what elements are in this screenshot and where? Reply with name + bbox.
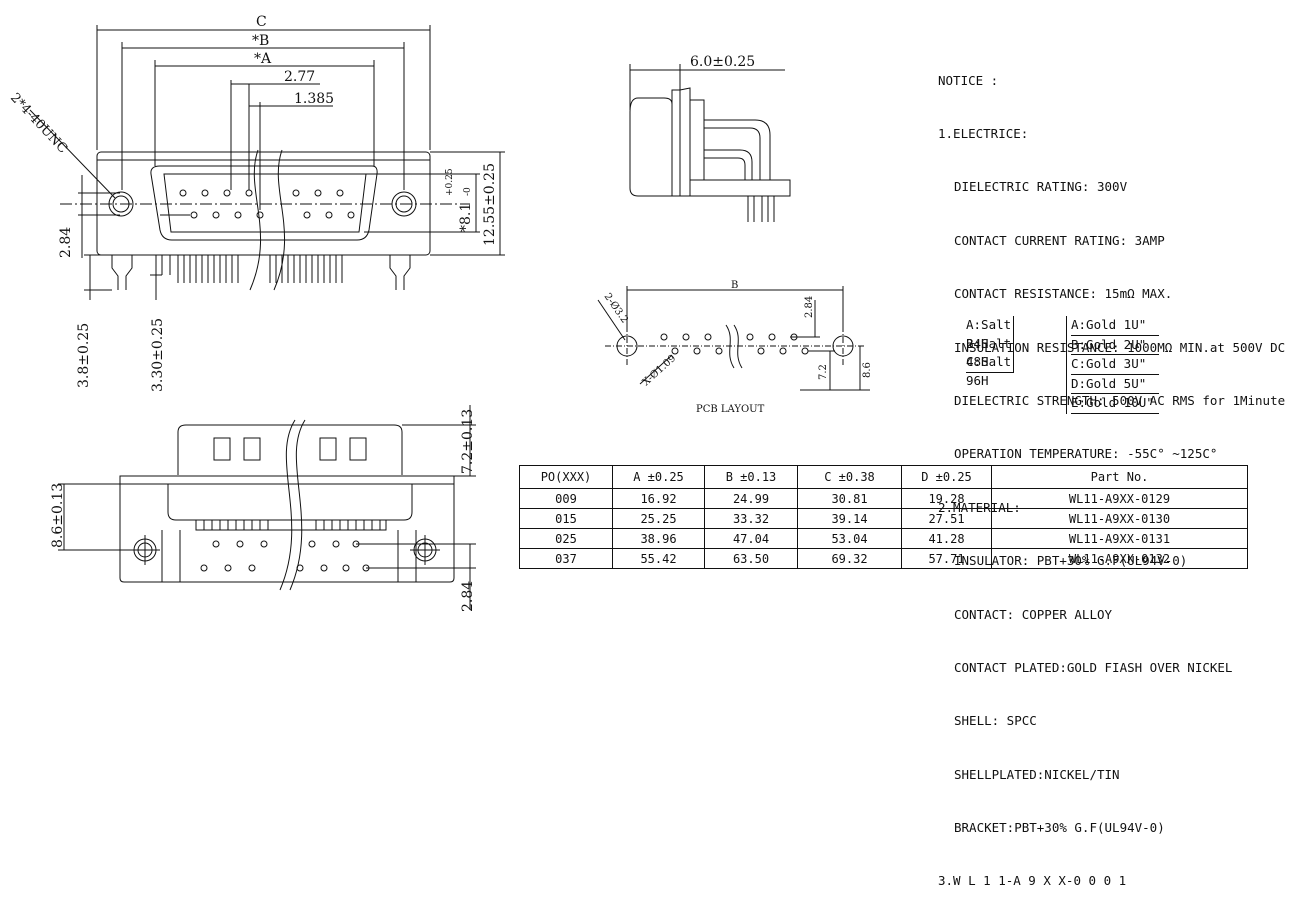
- table-row: 037 55.42 63.50 69.32 57.71 WL11-A9XX-01…: [519, 548, 1248, 569]
- table-cell: 025: [519, 528, 613, 549]
- table-cell: 30.81: [797, 488, 902, 509]
- table-header: D ±0.25: [901, 465, 992, 489]
- table-header: B ±0.13: [704, 465, 798, 489]
- electric-spec: CONTACT CURRENT RATING: 3AMP: [954, 232, 1165, 248]
- table-cell: 57.71: [901, 548, 992, 569]
- table-cell: WL11-A9XX-0130: [991, 508, 1248, 529]
- dim-1385-label: 1.385: [294, 91, 334, 107]
- pcb-layout: [597, 286, 870, 391]
- dim-81-label: *8.1: [458, 203, 474, 232]
- table-cell: WL11-A9XX-0129: [991, 488, 1248, 509]
- dim-81-tol-plus: +0.25: [445, 168, 455, 196]
- top-view-pin-row-1: [179, 189, 344, 197]
- gold-option: E:Gold 10U": [1071, 394, 1159, 414]
- salt-option: A:Salt 24H: [966, 317, 1012, 351]
- table-row: 009 16.92 24.99 30.81 19.28 WL11-A9XX-01…: [519, 488, 1248, 509]
- salt-options: A:Salt 24H B:Salt 48H C:Salt 96H: [966, 316, 1015, 388]
- pcb-dim-72: 7.2: [818, 364, 829, 380]
- front-view-connector: [58, 405, 476, 610]
- pcb-dim-86: 8.6: [862, 362, 873, 378]
- table-cell: WL11-A9XX-0131: [991, 528, 1248, 549]
- dim-a-label: *A: [254, 51, 272, 67]
- table-cell: 19.28: [901, 488, 992, 509]
- table-cell: 015: [519, 508, 613, 529]
- electric-spec: DIELECTRIC STRENGTH: 500V AC RMS for 1Mi…: [954, 392, 1286, 408]
- pcb-hole-row-2: [671, 347, 809, 355]
- pcb-dim-hole-small: X-Ø1.09: [641, 353, 679, 388]
- table-cell: 009: [519, 488, 613, 509]
- table-cell: 47.04: [704, 528, 798, 549]
- table-cell: 25.25: [612, 508, 705, 529]
- top-view-pin-row-2: [190, 211, 355, 219]
- table-cell: 33.32: [704, 508, 798, 529]
- material-spec: CONTACT: COPPER ALLOY: [954, 606, 1113, 622]
- electric-heading: 1.ELECTRICE:: [938, 125, 1029, 141]
- drawing-canvas: C *B *A 2.77 1.385 2*4-40UNC 2.84 *8.1 +…: [7, 14, 873, 612]
- electric-spec: INSULATION RESISTANCE: 1000MΩ MIN.at 500…: [954, 339, 1286, 355]
- table-cell: 037: [519, 548, 613, 569]
- material-spec: CONTACT PLATED:GOLD FIASH OVER NICKEL: [954, 659, 1233, 675]
- pcb-dim-hole-big: 2-Ø3.2: [602, 291, 630, 325]
- table-cell: 27.51: [901, 508, 992, 529]
- dim-277-label: 2.77: [284, 69, 315, 85]
- side-view-connector: [629, 64, 791, 222]
- table-row: 015 25.25 33.32 39.14 27.51 WL11-A9XX-01…: [519, 508, 1248, 529]
- pcb-layout-caption: PCB LAYOUT: [696, 404, 765, 415]
- table-header: Part No.: [991, 465, 1248, 489]
- gold-options: A:Gold 1U" B:Gold 2U" C:Gold 3U" D:Gold …: [1066, 316, 1159, 414]
- table-cell: 69.32: [797, 548, 902, 569]
- dimension-table: PO(XXX) A ±0.25 B ±0.13 C ±0.38 D ±0.25 …: [519, 465, 1248, 569]
- table-header: C ±0.38: [797, 465, 902, 489]
- table-cell: 63.50: [704, 548, 798, 569]
- electric-spec: CONTACT RESISTANCE: 15mΩ MAX.: [954, 286, 1173, 302]
- table-row: 025 38.96 47.04 53.04 41.28 WL11-A9XX-01…: [519, 528, 1248, 549]
- dim-81-tol-minus: -0: [463, 187, 473, 196]
- table-header: PO(XXX): [519, 465, 613, 489]
- top-view-connector: [29, 25, 505, 300]
- material-spec: SHELL: SPCC: [954, 713, 1037, 729]
- dim-330-label: 3.30±0.25: [150, 318, 166, 392]
- dim-front-86-label: 8.6±0.13: [50, 483, 66, 548]
- gold-option: A:Gold 1U": [1071, 316, 1159, 336]
- table-cell: 24.99: [704, 488, 798, 509]
- table-cell: 39.14: [797, 508, 902, 529]
- front-view-hole-row-1: [212, 540, 360, 548]
- top-view-tails: [111, 255, 411, 290]
- table-cell: 38.96: [612, 528, 705, 549]
- pcb-hole-row-1: [660, 333, 798, 341]
- electric-spec: DIELECTRIC RATING: 300V: [954, 179, 1128, 195]
- pcb-dim-b-label: B: [731, 280, 738, 291]
- table-header-row: PO(XXX) A ±0.25 B ±0.13 C ±0.38 D ±0.25 …: [519, 465, 1248, 489]
- table-cell: 41.28: [901, 528, 992, 549]
- part-number-code: 3.W L 1 1-A 9 X X-0 0 0 1: [938, 873, 1127, 889]
- salt-option: B:Salt 48H: [966, 335, 1012, 370]
- pcb-dim-284: 2.84: [804, 296, 815, 318]
- dim-side-60-label: 6.0±0.25: [690, 54, 755, 70]
- dim-c-label: C: [256, 14, 267, 30]
- gold-option: B:Gold 2U": [1071, 336, 1159, 355]
- material-spec: SHELLPLATED:NICKEL/TIN: [954, 766, 1120, 782]
- notice-title: NOTICE :: [938, 72, 999, 88]
- dim-front-72-label: 7.2±0.13: [460, 409, 476, 474]
- electric-spec: OPERATION TEMPERATURE: -55C° ~125C°: [954, 446, 1218, 462]
- table-header: A ±0.25: [612, 465, 705, 489]
- dim-b-label: *B: [252, 33, 269, 49]
- dim-1255-label: 12.55±0.25: [482, 163, 498, 246]
- salt-option: C:Salt 96H: [966, 354, 1012, 388]
- gold-option: C:Gold 3U": [1071, 355, 1159, 375]
- dim-front-284-label: 2.84: [460, 581, 476, 612]
- material-spec: BRACKET:PBT+30% G.F(UL94V-0): [954, 820, 1165, 836]
- table-cell: 55.42: [612, 548, 705, 569]
- table-cell: 16.92: [612, 488, 705, 509]
- table-cell: 53.04: [797, 528, 902, 549]
- gold-option: D:Gold 5U": [1071, 375, 1159, 394]
- dim-top-284-label: 2.84: [58, 227, 74, 258]
- table-cell: WL11-A9XX-0132: [991, 548, 1248, 569]
- dim-38-label: 3.8±0.25: [76, 323, 92, 388]
- dim-thread-label: 2*4-40UNC: [7, 90, 70, 156]
- front-view-hole-row-2: [200, 564, 370, 572]
